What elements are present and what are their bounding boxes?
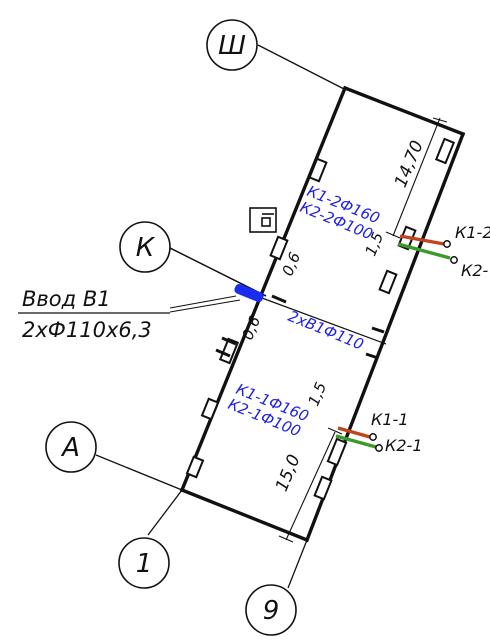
inlet-leader-2 (169, 299, 241, 313)
wall-right (304, 131, 466, 543)
inlet-pipe (18, 283, 264, 314)
equipment-box-inner (261, 217, 271, 227)
outlet-pipe-upper-red (399, 234, 445, 246)
wall-bottom (179, 487, 310, 543)
wall-openings (185, 137, 456, 501)
axis-label-sh: Ш (218, 31, 246, 61)
opening-right-3 (378, 269, 398, 295)
dimension-lines (278, 117, 448, 543)
inner-seg-4 (215, 348, 231, 358)
pipe-label-middle: 2хВ1Ф110 (286, 307, 367, 354)
inner-seg-1 (271, 294, 287, 304)
wall-top (342, 85, 466, 137)
middle-pipe-line (261, 297, 387, 345)
outlet-node-lower-a (369, 433, 377, 441)
axis-line-k2 (169, 247, 267, 297)
outlet-label-upper-b: К2- (461, 261, 489, 280)
axis-bubble-k (119, 221, 171, 273)
outlet-label-lower-a: К1-1 (371, 410, 409, 429)
dim-tick-1 (432, 117, 448, 123)
inner-seg-2 (371, 326, 385, 334)
building-walls (179, 85, 466, 543)
inner-seg-3 (365, 352, 379, 360)
axis-label-9: 9 (263, 596, 280, 626)
inlet-spec: 2хФ110х6,3 (22, 318, 152, 342)
outlet-group-upper (397, 234, 458, 264)
dim-label-bottom: 15,0 (272, 452, 305, 495)
axis-line-1 (147, 489, 183, 536)
opening-left-3 (218, 337, 240, 365)
dim-label-inlet-b: 0,6 (239, 314, 265, 343)
inlet-title: Ввод В1 (22, 287, 111, 311)
axis-labels: Ш К А 1 9 (60, 31, 279, 626)
outlet-pipe-upper-green (397, 242, 451, 260)
opening-right-4 (326, 437, 348, 467)
outlet-pipe-lower-red (337, 426, 371, 439)
axis-bubble-sh (206, 19, 258, 71)
opening-right-1 (434, 137, 456, 165)
outlet-labels: К1-2 К2- К1-1 К2-1 (371, 223, 490, 455)
axis-bubbles (45, 19, 297, 636)
inner-segments (215, 294, 385, 360)
dim-label-top: 14,70 (391, 138, 428, 191)
inlet-leader-1 (169, 295, 237, 309)
outlet-node-upper-a (443, 240, 451, 248)
dim-tick-4 (278, 535, 294, 543)
opening-left-1 (308, 157, 328, 183)
dim-line-bottom (285, 431, 336, 541)
axis-label-k: К (136, 233, 156, 263)
outlet-group-lower (335, 426, 383, 452)
outlet-node-lower-b (375, 444, 383, 452)
dim-tick-2 (385, 231, 401, 239)
outlet-pipe-lower-green (335, 434, 377, 449)
opening-right-5 (313, 475, 333, 501)
dim-tick-3 (327, 427, 343, 435)
axis-line-sh (257, 44, 347, 91)
axis-line-9 (287, 539, 308, 589)
dim-label-offset-bottom: 1,5 (305, 380, 331, 409)
inner-seg-5 (221, 336, 237, 346)
axis-bubble-a (45, 421, 97, 473)
axis-label-a: А (60, 433, 80, 463)
opening-left-2 (269, 235, 289, 261)
inlet-label: Ввод В1 2хФ110х6,3 (22, 287, 152, 342)
wall-left (179, 85, 348, 493)
outlet-label-lower-b: К2-1 (385, 436, 423, 455)
opening-left-4 (200, 397, 220, 421)
axis-bubble-9 (245, 584, 297, 636)
outlet-label-upper-a: К1-2 (455, 223, 490, 242)
inlet-pipe-body (234, 283, 264, 303)
axis-bubble-1 (118, 537, 170, 589)
axis-leaders (95, 44, 347, 589)
outlet-node-upper-b (450, 256, 458, 264)
dim-line-top (392, 117, 441, 237)
equipment-box (249, 207, 277, 233)
opening-left-5 (185, 455, 205, 479)
axis-line-a (95, 454, 183, 491)
axis-label-1: 1 (136, 549, 153, 579)
